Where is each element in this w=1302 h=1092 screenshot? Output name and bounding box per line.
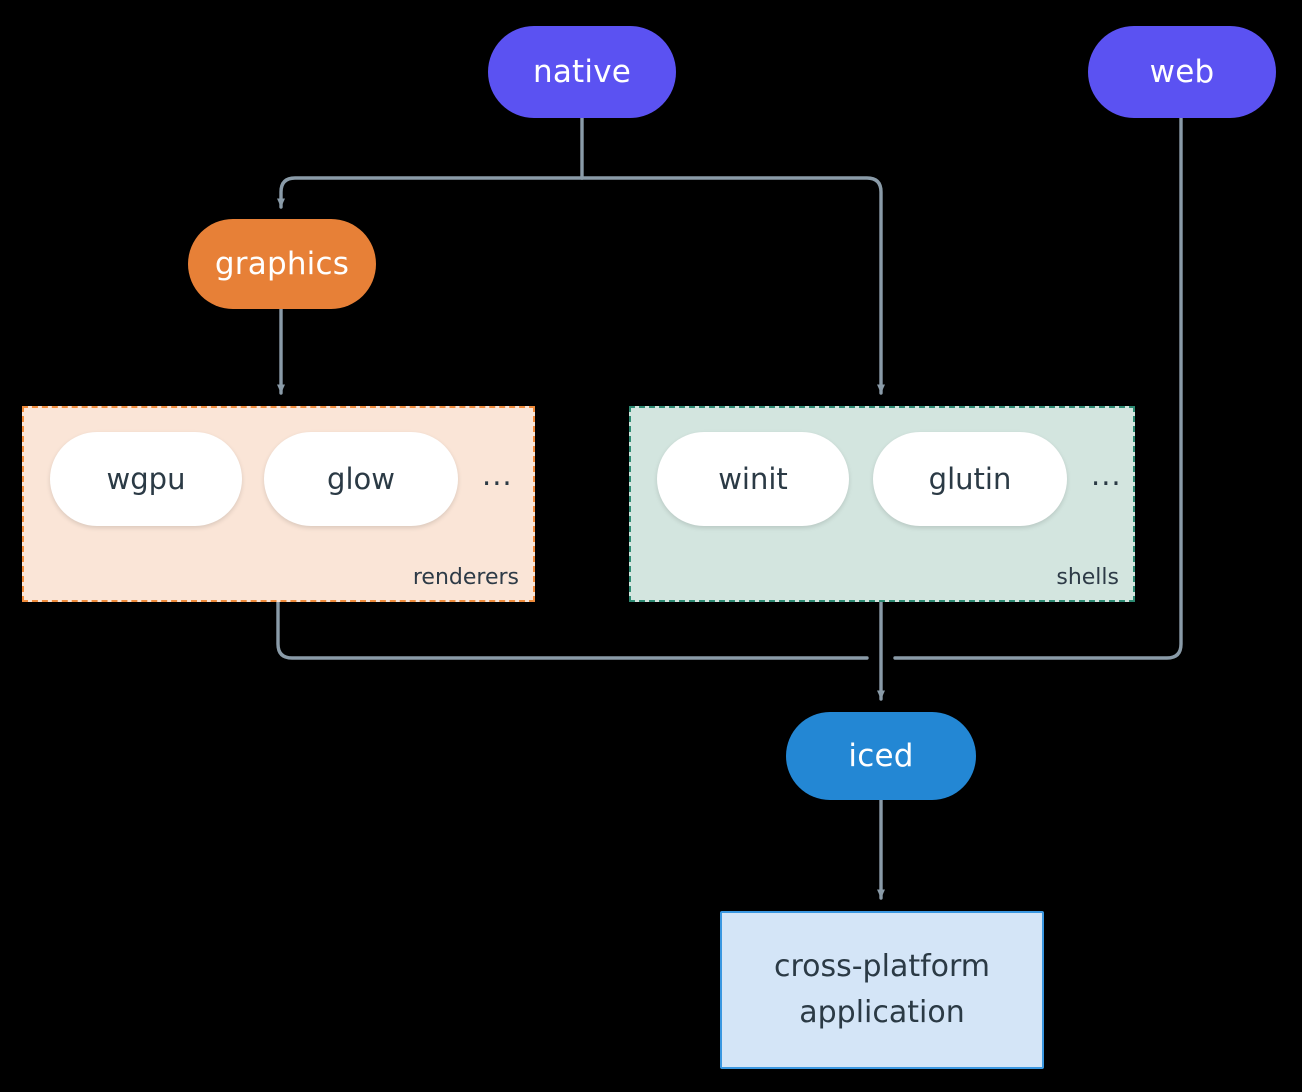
node-cross-platform-application[interactable]: cross-platform application — [720, 911, 1044, 1069]
group-shells-label: shells — [1056, 565, 1119, 590]
chip-wgpu-label: wgpu — [106, 462, 186, 496]
group-renderers-label: renderers — [412, 565, 519, 590]
chip-winit[interactable]: winit — [657, 432, 849, 526]
edge-native-to-graphics — [277, 176, 584, 209]
node-native-label: native — [532, 53, 632, 90]
node-application-label-line2: application — [799, 995, 965, 1030]
node-iced-label: iced — [848, 737, 914, 774]
renderers-overflow-ellipsis: ... — [482, 458, 513, 492]
chip-winit-label: winit — [718, 462, 788, 496]
node-iced[interactable]: iced — [786, 712, 976, 800]
chip-glow-label: glow — [327, 462, 395, 496]
chip-glutin[interactable]: glutin — [873, 432, 1067, 526]
node-graphics[interactable]: graphics — [188, 219, 376, 309]
node-web[interactable]: web — [1088, 26, 1276, 118]
node-native[interactable]: native — [488, 26, 676, 118]
node-graphics-label: graphics — [214, 245, 350, 282]
edge-native-to-shells — [580, 176, 885, 395]
shells-overflow-ellipsis: ... — [1091, 458, 1122, 492]
chip-glow[interactable]: glow — [264, 432, 458, 526]
group-shells: winit glutin ... shells — [629, 406, 1135, 602]
chip-wgpu[interactable]: wgpu — [50, 432, 242, 526]
node-application-label-line1: cross-platform — [773, 948, 991, 984]
node-web-label: web — [1149, 53, 1215, 90]
group-renderers: wgpu glow ... renderers — [22, 406, 535, 602]
edge-renderers-to-iced — [276, 600, 869, 660]
chip-glutin-label: glutin — [928, 462, 1012, 496]
